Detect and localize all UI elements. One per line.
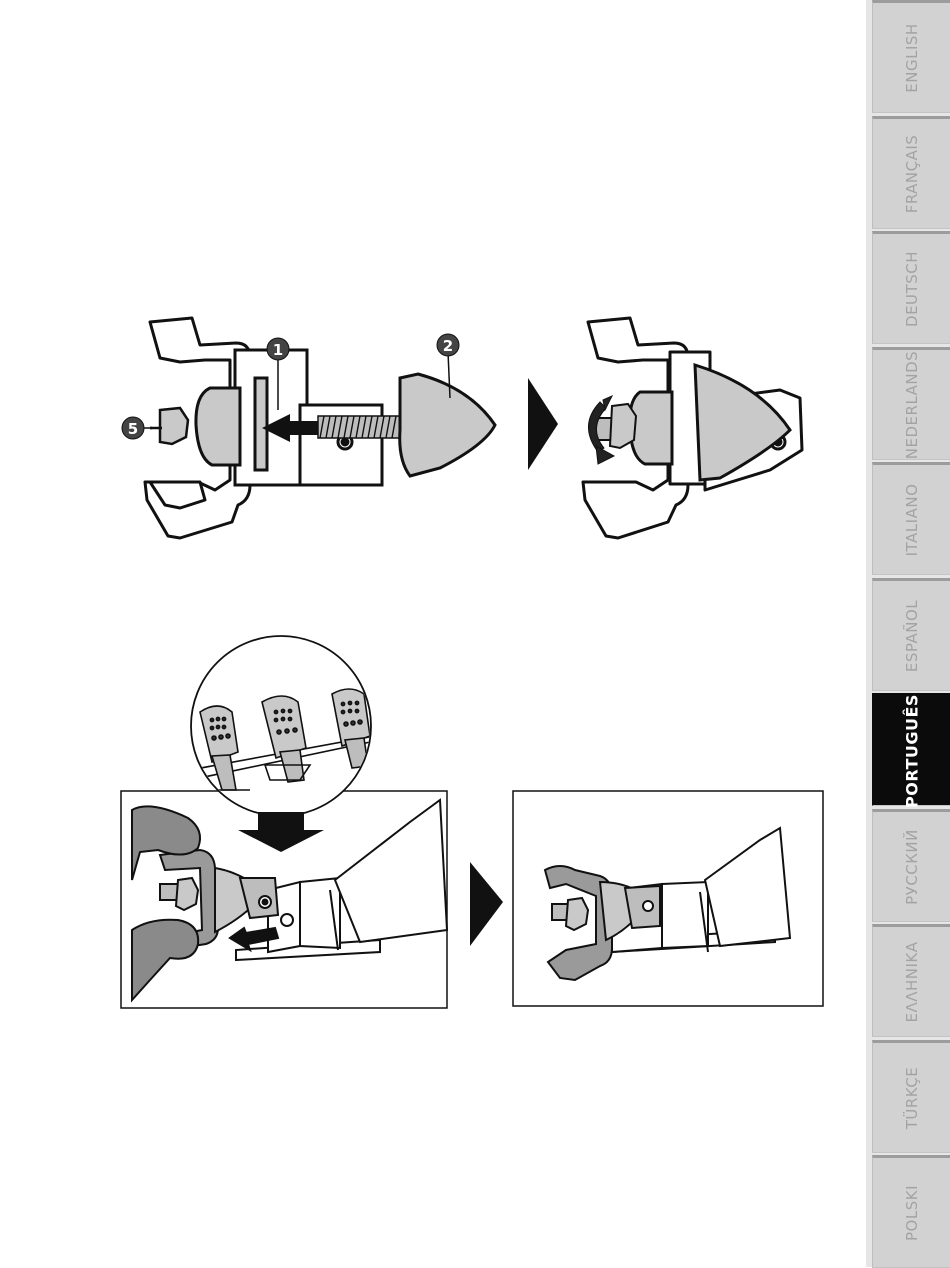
tab-label: FRANÇAIS (903, 134, 921, 213)
tab-russian[interactable]: РУССКИЙ (872, 809, 950, 922)
tab-label: ENGLISH (903, 23, 921, 92)
tab-espanol[interactable]: ESPAÑOL (872, 578, 950, 691)
tab-deutsch[interactable]: DEUTSCH (872, 231, 950, 344)
tab-greek[interactable]: ΕΛΛΗΝΙΚΑ (872, 924, 950, 1037)
tab-english[interactable]: ENGLISH (872, 0, 950, 113)
tab-label: TÜRKÇE (903, 1066, 921, 1129)
tab-francais[interactable]: FRANÇAIS (872, 116, 950, 229)
tab-portugues[interactable]: PORTUGUÊS (872, 693, 950, 806)
tab-label: PORTUGUÊS (902, 694, 921, 808)
language-tabs: ENGLISH FRANÇAIS DEUTSCH NEDERLANDS ITAL… (866, 0, 950, 1267)
step-arrow-bottom (470, 862, 503, 946)
tab-label: ITALIANO (903, 483, 921, 556)
tab-label: ESPAÑOL (903, 599, 921, 671)
pedal-mount-figure (0, 0, 860, 1040)
tab-label: POLSKI (903, 1185, 921, 1241)
tab-polski[interactable]: POLSKI (872, 1155, 950, 1268)
tab-label: РУССКИЙ (903, 829, 921, 905)
tab-label: NEDERLANDS (903, 350, 921, 458)
tab-turkce[interactable]: TÜRKÇE (872, 1040, 950, 1153)
tab-label: ΕΛΛΗΝΙΚΑ (903, 941, 921, 1022)
tab-nederlands[interactable]: NEDERLANDS (872, 347, 950, 460)
tab-italiano[interactable]: ITALIANO (872, 462, 950, 575)
tab-label: DEUTSCH (903, 251, 921, 327)
